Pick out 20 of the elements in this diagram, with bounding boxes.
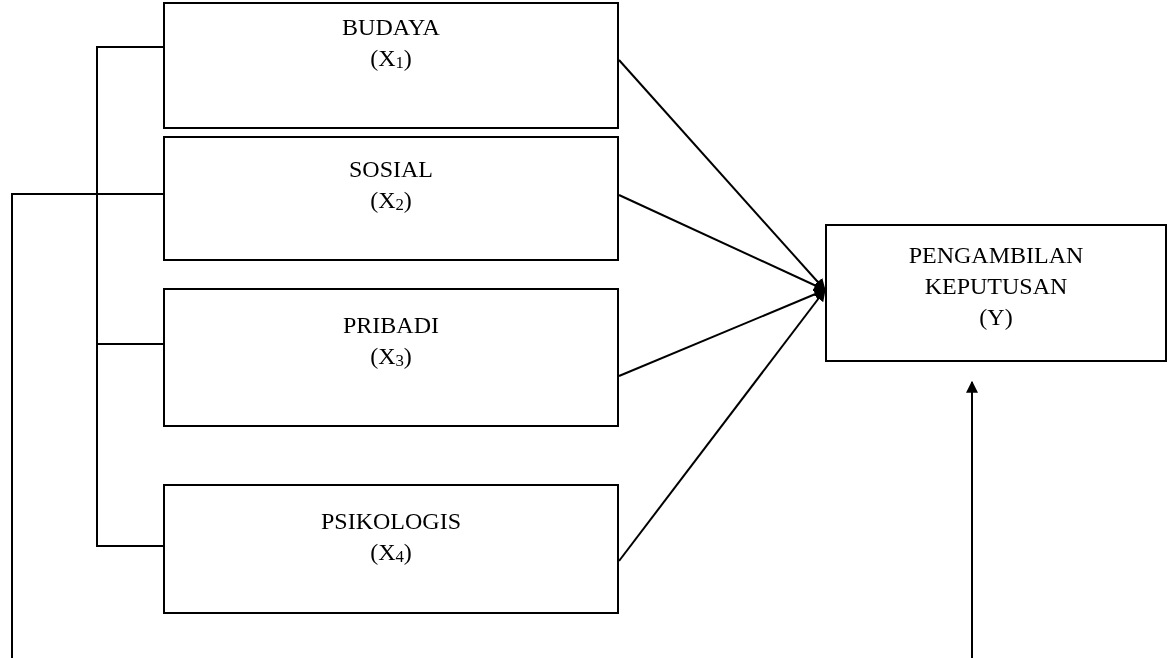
arrow — [618, 289, 826, 562]
variable-name: BUDAYA — [342, 13, 440, 42]
variable-name: PENGAMBILAN KEPUTUSAN — [907, 241, 1085, 302]
variable-symbol: (X$_{3}$) — [370, 342, 412, 372]
variable-symbol: (X$_{4}$) — [370, 538, 412, 568]
variable-box — [163, 288, 619, 427]
variable-box — [163, 484, 619, 614]
connector-line — [96, 46, 164, 195]
arrow — [618, 59, 826, 291]
variable-name: PRIBADI — [343, 311, 439, 340]
variable-symbol: (Y) — [979, 303, 1013, 333]
variable-box — [825, 224, 1167, 362]
variable-name: SOSIAL — [349, 155, 433, 184]
variable-symbol: (X$_{2}$) — [370, 186, 412, 216]
variable-symbol: (X$_{1}$) — [370, 44, 412, 74]
variable-name: PSIKOLOGIS — [321, 507, 461, 536]
variable-box — [163, 2, 619, 129]
arrow — [966, 380, 978, 658]
connector-line — [96, 343, 164, 547]
variable-box — [163, 136, 619, 261]
